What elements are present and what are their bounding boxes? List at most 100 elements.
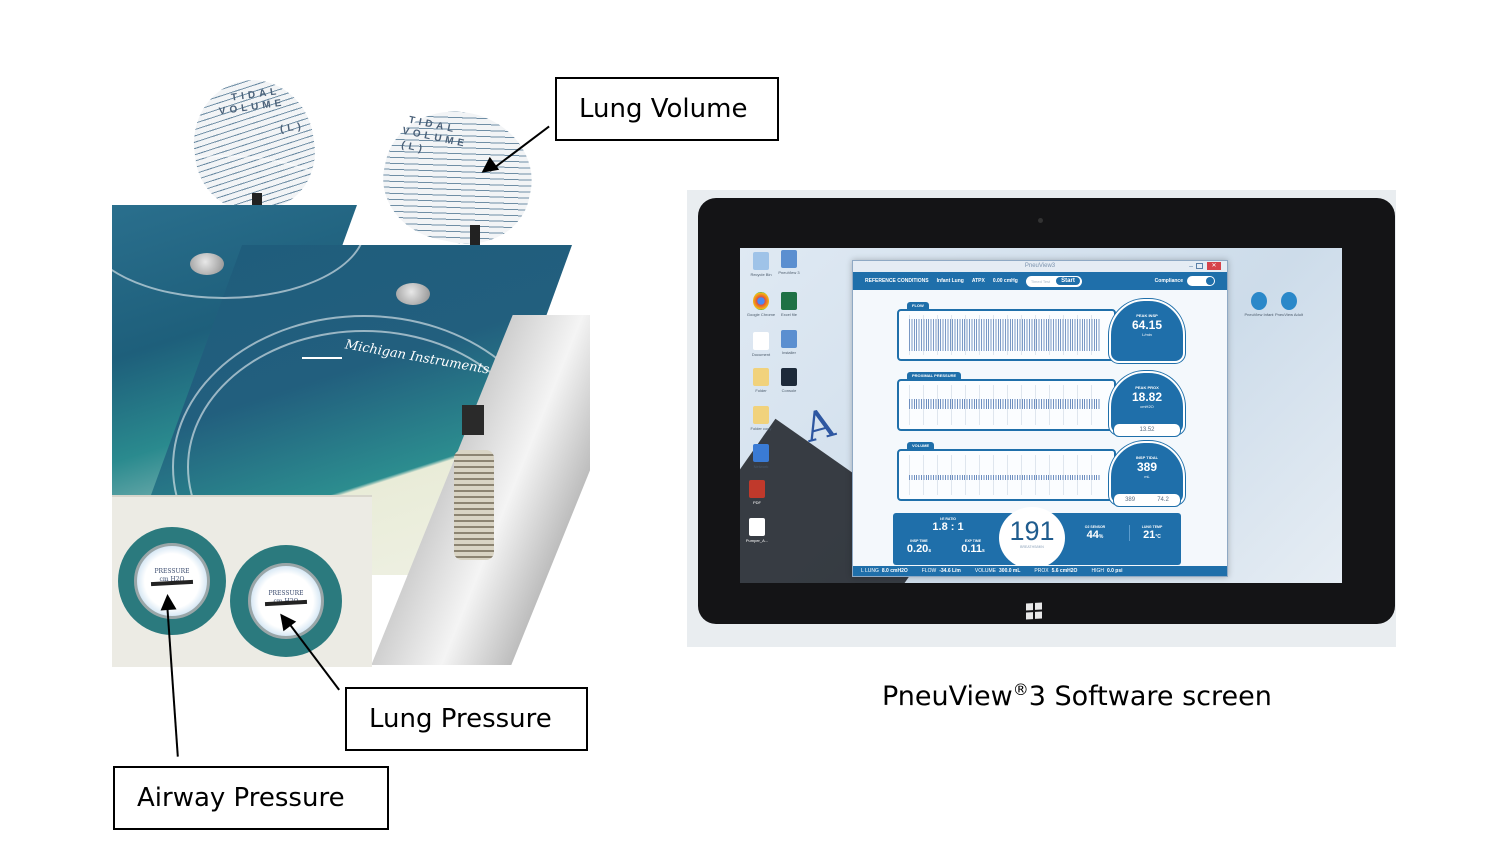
compliance-spring — [454, 450, 494, 560]
lung-type[interactable]: Infant Lung — [936, 278, 964, 284]
atpx-label[interactable]: ATPX — [971, 278, 985, 284]
maximize-button[interactable] — [1196, 263, 1203, 269]
desktop-icon[interactable]: PDF — [740, 480, 774, 505]
desktop-icon-label: Document — [751, 352, 771, 357]
flow-waveform — [909, 319, 1100, 351]
plate-knob — [396, 283, 430, 305]
desktop-icon[interactable]: Pumper_A... — [740, 518, 774, 543]
desktop-icon[interactable]: Google Chrome — [744, 292, 778, 317]
breath-rate-value: 191 — [1009, 516, 1055, 546]
status-value: 5.6 cmH2O — [1051, 568, 1078, 574]
readout-value: 389 — [1136, 460, 1158, 474]
flow-chart-panel: FLOW — [897, 302, 1116, 361]
panel-tab[interactable]: FLOW — [907, 302, 929, 309]
status-label: HIGH — [1091, 568, 1104, 574]
desktop-icon-label: Pumper_A... — [745, 538, 769, 543]
peak-prox-readout: PEAK PROX 18.82 cmH2O 13.52 — [1109, 371, 1185, 437]
pressure-reference[interactable]: 0.00 cmHg — [992, 278, 1018, 284]
breath-rate-label: BREATHS/MIN — [1020, 545, 1044, 549]
desktop-icon[interactable]: Network — [744, 444, 778, 469]
start-button[interactable]: Start — [1056, 277, 1080, 285]
o2-sensor-cell: O2 SENSOR 44% — [1075, 525, 1115, 541]
registered-mark: ® — [1012, 680, 1029, 699]
recycle-bin-icon — [753, 252, 769, 270]
desktop-icon[interactable]: Folder copy — [744, 406, 778, 431]
camera-icon — [1038, 218, 1043, 223]
gauge-label: PRESSURE — [268, 590, 304, 597]
pdf-icon — [749, 480, 765, 498]
desktop-icon[interactable]: PneuView Adult — [1272, 292, 1306, 317]
lung-temp-value: 21 — [1143, 529, 1156, 541]
panel-tab[interactable]: PROXIMAL PRESSURE — [907, 372, 962, 379]
folder-icon — [753, 368, 769, 386]
caption-prefix: PneuView — [882, 681, 1013, 712]
desktop-icon-label: Recycle Bin — [750, 272, 772, 277]
volume-chart-panel: VOLUME — [897, 442, 1116, 501]
readout-label: INSP TIDAL — [1135, 455, 1159, 460]
desktop-icon[interactable]: PneuView 3 — [772, 250, 806, 275]
proximal-pressure-chart-panel: PROXIMAL PRESSURE — [897, 372, 1116, 431]
console-icon — [781, 368, 797, 386]
lung-simulator-photo: TIDAL VOLUME (L) TIDAL VOLUME (L) Michig… — [112, 75, 590, 667]
windows-logo-icon[interactable] — [1026, 602, 1042, 620]
desktop-icon-label: PneuView Adult — [1275, 312, 1303, 317]
breath-rate-circle: 191 BREATHS/MIN — [999, 507, 1065, 569]
insp-time-unit: s — [928, 548, 932, 554]
insp-time-label: INSP TIME — [910, 539, 928, 543]
status-label: FLOW — [921, 568, 937, 574]
exp-time-label: EXP TIME — [964, 539, 982, 543]
excel-icon — [781, 292, 797, 310]
dial-unit: (L) — [400, 139, 427, 156]
status-label: L LUNG — [861, 568, 879, 574]
desktop-icon[interactable]: Recycle Bin — [744, 252, 778, 277]
desktop-icon-label: Google Chrome — [746, 312, 776, 317]
desktop-icon[interactable]: Installer — [772, 330, 806, 355]
insp-time-cell: INSP TIME 0.20s — [899, 539, 939, 555]
close-button[interactable]: ✕ — [1207, 262, 1221, 270]
tidal-subreadout: 389 74.2 — [1113, 493, 1181, 507]
desktop-icon[interactable]: Excel file — [772, 292, 806, 317]
status-label: PROX — [1034, 568, 1049, 574]
o2-sensor-label: O2 SENSOR — [1084, 525, 1106, 529]
insp-tidal-readout: INSP TIDAL 389 mL 389 74.2 — [1109, 441, 1185, 507]
readout-unit: L/min — [1142, 332, 1152, 337]
arrow-icon — [159, 593, 177, 611]
status-item: FLOW-34.6 L/m — [922, 568, 961, 574]
logo-line — [302, 357, 342, 359]
desktop-icon[interactable]: Console — [772, 368, 806, 393]
plate-knob — [190, 253, 224, 275]
status-value: 300.0 mL — [999, 568, 1021, 574]
exp-time-cell: EXP TIME 0.11s — [953, 539, 993, 555]
desktop-icon-label: Network — [753, 464, 769, 469]
desktop-icon[interactable]: Folder — [744, 368, 778, 393]
pressure-waveform — [909, 399, 1100, 409]
panel-tab[interactable]: VOLUME — [907, 442, 935, 449]
compliance-control: Compliance — [1155, 276, 1215, 286]
desktop-icon[interactable]: Document — [744, 332, 778, 357]
reference-toolbar: REFERENCE CONDITIONS Infant Lung ATPX 0.… — [853, 272, 1227, 290]
reference-conditions-label: REFERENCE CONDITIONS — [865, 278, 929, 284]
status-value: 0.0 psi — [1106, 568, 1123, 574]
minimize-button[interactable]: – — [1189, 263, 1193, 270]
callout-airway-pressure: Airway Pressure — [113, 766, 389, 830]
window-titlebar[interactable]: PneuView3 – ✕ — [853, 261, 1227, 272]
desktop-icon-label: PneuView Infant — [1244, 312, 1274, 317]
lung-temp-unit: °C — [1155, 534, 1161, 540]
dial-stem — [470, 225, 480, 247]
timed-test-input[interactable]: Timed Test — [1030, 278, 1051, 284]
compliance-dropdown[interactable] — [1187, 276, 1215, 286]
tidal-volume-dial-right: TIDAL VOLUME (L) — [372, 98, 544, 256]
summary-panel: I:E RATIO 1.8 : 1 INSP TIME 0.20s EXP TI… — [893, 507, 1181, 569]
desktop-icon[interactable]: PneuView Infant — [1242, 292, 1276, 317]
insp-time-value: 0.20 — [906, 543, 929, 555]
lungs-icon — [1251, 292, 1267, 310]
window-title: PneuView3 — [1024, 263, 1056, 269]
pneuview-window: PneuView3 – ✕ REFERENCE CONDITIONS Infan… — [852, 260, 1228, 577]
gauge-needle — [264, 599, 308, 607]
peak-insp-readout: PEAK INSP 64.15 L/min — [1109, 299, 1185, 363]
app-icon — [781, 250, 797, 268]
